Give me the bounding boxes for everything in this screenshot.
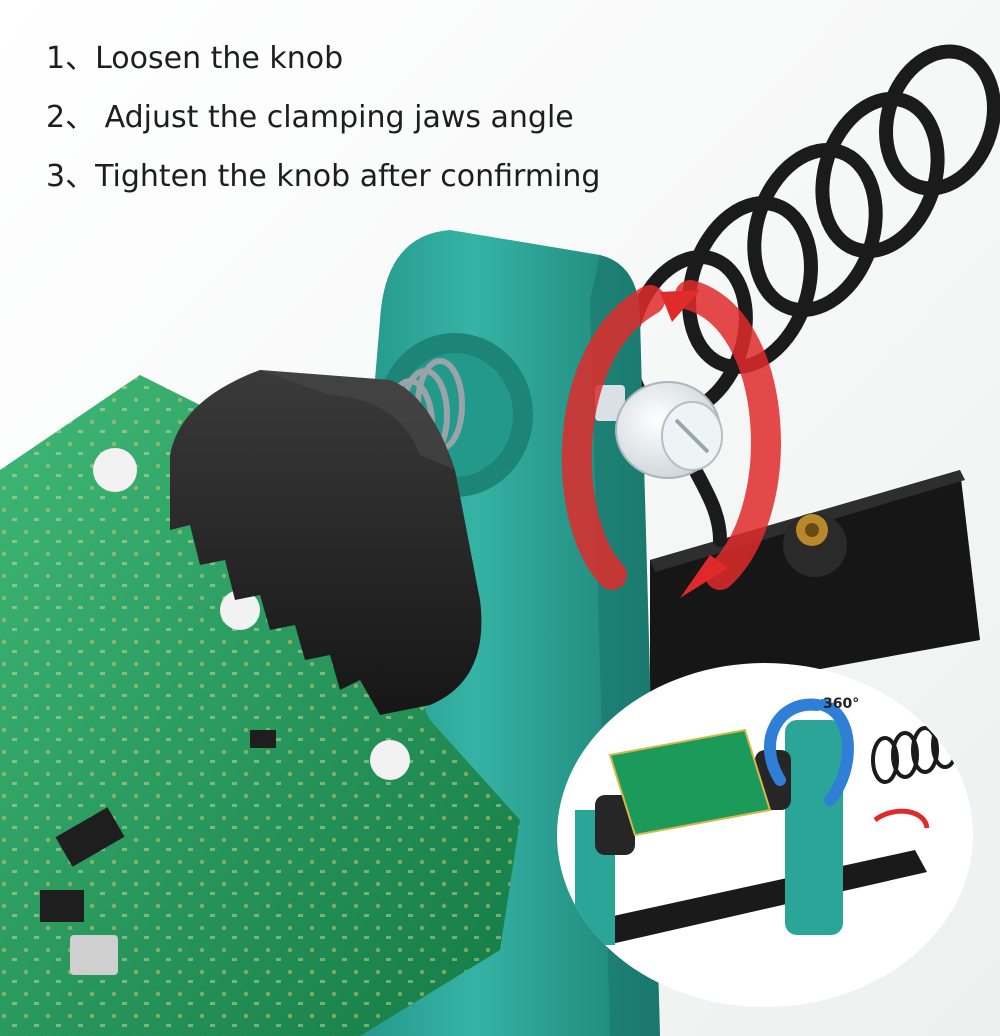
blue-rotation-arrow-icon <box>764 698 854 806</box>
pcb-board <box>0 375 520 1036</box>
inset-right-post <box>785 720 843 935</box>
instruction-step-3: 3、Tighten the knob after confirming <box>46 159 601 194</box>
inset-pcb <box>610 730 770 835</box>
knob-icon <box>595 381 723 479</box>
instruction-list: 1、Loosen the knob 2、 Adjust the clamping… <box>46 44 600 221</box>
clamping-jaw <box>170 370 482 715</box>
inset-product-view: 360° <box>557 663 973 1007</box>
inset-red-arrow-icon <box>873 808 930 829</box>
inset-base-bar <box>595 850 927 945</box>
rotation-label: 360° <box>823 696 859 712</box>
coil-spring <box>623 44 1000 547</box>
instruction-step-1: 1、Loosen the knob <box>46 41 344 76</box>
instruction-step-2: 2、 Adjust the clamping jaws angle <box>46 100 574 135</box>
red-rotation-arrow-icon <box>561 280 781 598</box>
